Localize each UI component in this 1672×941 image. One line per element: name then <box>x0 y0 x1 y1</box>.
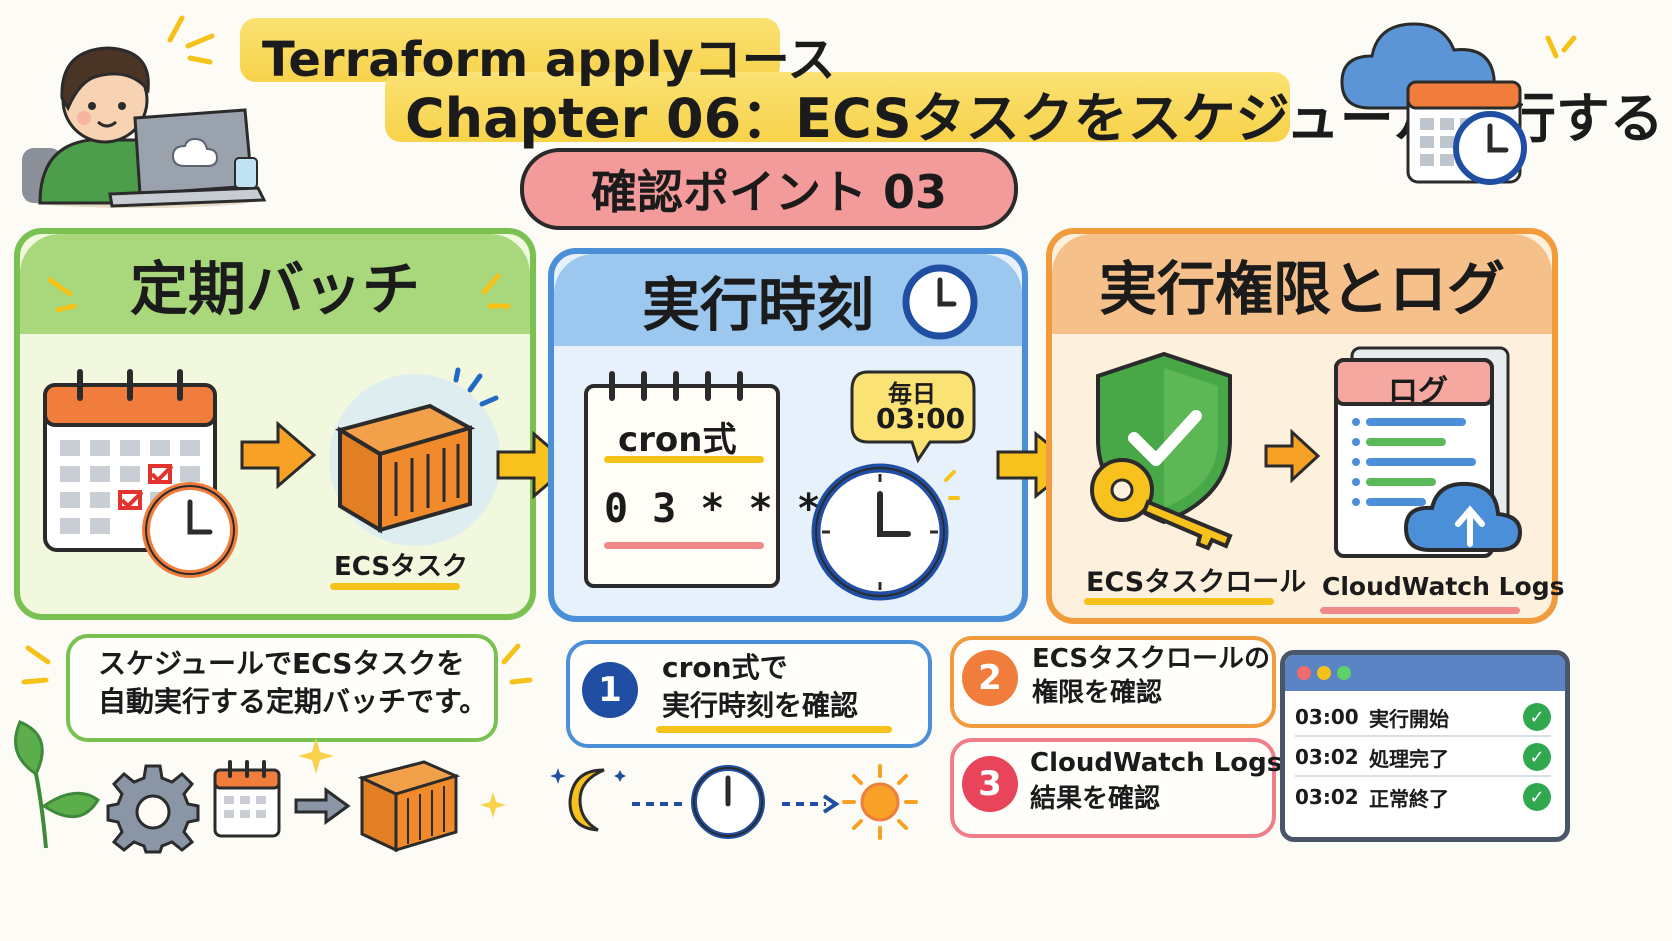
permission-log-heading: 実行権限とログ <box>1052 234 1552 334</box>
check-icon: ✓ <box>1523 703 1551 731</box>
cloud-calendar-clock-icon <box>1340 18 1540 198</box>
bubble-daily: 毎日 <box>888 380 936 408</box>
arrow-right-icon <box>1262 428 1322 484</box>
periodic-batch-heading: 定期バッチ <box>20 234 530 334</box>
sparkle-icon <box>296 736 336 776</box>
log-row-time: 03:00 <box>1295 705 1359 729</box>
ecs-task-role-underline <box>1084 598 1274 605</box>
cloudwatch-logs-label: CloudWatch Logs <box>1322 572 1565 601</box>
calendar-clock-icon <box>40 369 250 580</box>
bubble-time: 03:00 <box>876 402 966 435</box>
summary-box <box>66 634 498 742</box>
permission-log-heading-text: 実行権限とログ <box>1098 255 1505 323</box>
summary-line-1: スケジュールでECSタスクを <box>98 647 465 680</box>
person-illustration <box>20 18 270 208</box>
sparkle-lines-right <box>1540 30 1580 90</box>
step-3-line-1: CloudWatch Logsで <box>1030 748 1309 778</box>
cron-expression-underline <box>604 542 764 549</box>
step-1-line-2: 実行時刻を確認 <box>662 689 859 722</box>
gear-icon <box>106 762 200 854</box>
sparkle-lines-panel1 <box>40 262 520 322</box>
periodic-batch-heading-text: 定期バッチ <box>129 255 420 323</box>
cron-expression: 0 3 * * * <box>604 486 821 532</box>
cron-memo <box>582 371 782 590</box>
ecs-task-label: ECSタスク <box>334 552 469 582</box>
moon-icon <box>550 756 630 836</box>
log-window-titlebar <box>1285 655 1565 691</box>
step-2-number: 2 <box>962 650 1018 706</box>
summary-line-2: 自動実行する定期バッチです。 <box>98 685 488 718</box>
arrow-right-icon <box>292 786 352 826</box>
step-1-line-1: cron式で <box>662 651 788 684</box>
container-icon <box>320 367 501 550</box>
checkpoint-badge: 確認ポイント 03 <box>520 148 1018 230</box>
cron-title-underline <box>604 456 764 463</box>
clock-icon <box>688 762 768 842</box>
step-2-line-2: 権限を確認 <box>1032 678 1163 708</box>
step-1-number: 1 <box>582 662 638 718</box>
log-doc-title: ログ <box>1388 374 1448 409</box>
step-3-line-2: 結果を確認 <box>1030 784 1161 814</box>
step-3-number: 3 <box>962 756 1018 812</box>
cloudwatch-logs-underline <box>1320 607 1520 614</box>
log-row-message: 正常終了 <box>1369 786 1449 811</box>
calendar-icon <box>212 760 282 840</box>
arrow-right-icon <box>238 420 318 490</box>
log-row-message: 処理完了 <box>1369 746 1449 771</box>
log-row-time: 03:02 <box>1295 745 1359 769</box>
log-window: 03:00 実行開始 ✓ 03:02 処理完了 ✓ 03:02 正常終了 ✓ <box>1280 650 1570 842</box>
check-icon: ✓ <box>1523 743 1551 771</box>
title-highlight-1 <box>240 18 780 82</box>
leaf-icon <box>6 714 106 854</box>
ecs-task-role-label: ECSタスクロール <box>1086 567 1307 598</box>
step-2-line-1: ECSタスクロールの <box>1032 644 1271 674</box>
course-title: Terraform applyコース <box>262 32 836 88</box>
timeline-dashes <box>630 794 840 814</box>
log-row-message: 実行開始 <box>1369 706 1449 731</box>
log-row: 03:02 正常終了 ✓ <box>1295 779 1551 815</box>
wall-clock-icon <box>806 460 960 601</box>
clock-icon <box>900 262 980 342</box>
window-dot-red <box>1297 666 1311 680</box>
log-row-time: 03:02 <box>1295 785 1359 809</box>
window-dot-yellow <box>1317 666 1331 680</box>
log-document-icon <box>1322 346 1523 566</box>
check-icon: ✓ <box>1523 783 1551 811</box>
window-dot-green <box>1337 666 1351 680</box>
ecs-task-underline <box>330 583 460 590</box>
step-1-underline <box>656 726 892 733</box>
container-icon <box>356 748 466 858</box>
sparkle-icon <box>478 790 508 820</box>
sparkle-lines-left <box>160 10 220 70</box>
shield-key-icon <box>1080 350 1260 551</box>
execution-time-heading-text: 実行時刻 <box>641 271 874 339</box>
cron-title: cron式 <box>618 420 737 460</box>
title-highlight-2 <box>385 72 1290 142</box>
sparkle-lines-bottom-left <box>18 636 538 716</box>
speech-bubble <box>848 368 978 464</box>
log-row: 03:02 処理完了 ✓ <box>1295 739 1551 777</box>
log-row: 03:00 実行開始 ✓ <box>1295 699 1551 737</box>
sun-icon <box>840 762 920 842</box>
